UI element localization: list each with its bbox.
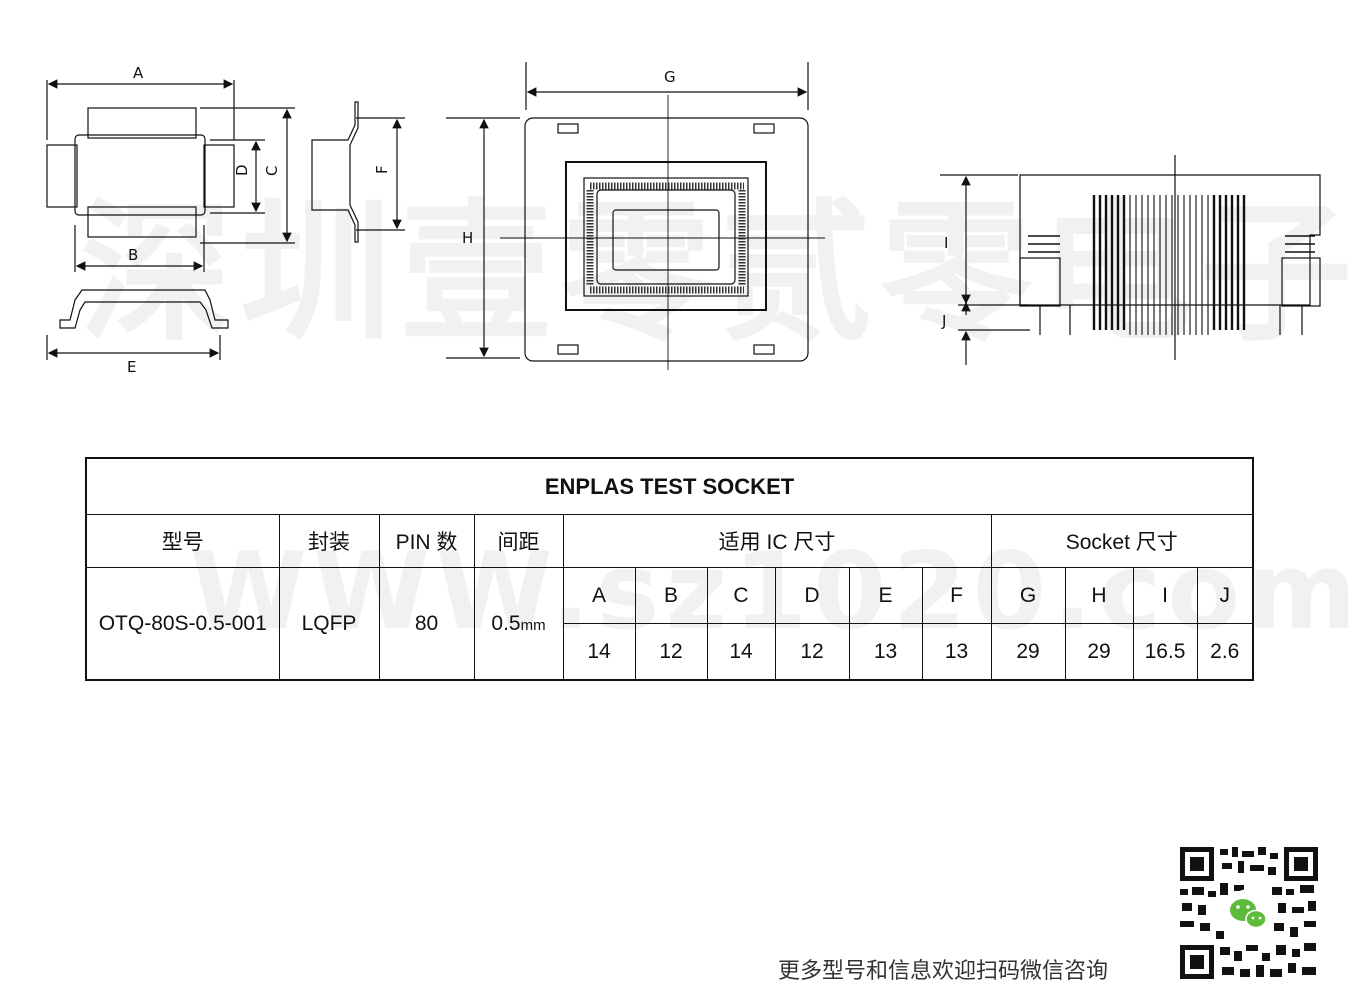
header-package: 封装 — [278, 514, 380, 568]
cell-package: LQFP — [278, 567, 380, 681]
dim-value-c: 14 — [706, 623, 776, 681]
socket-top-view — [446, 62, 825, 370]
dim-header-j: J — [1196, 567, 1254, 624]
dim-header-h: H — [1064, 567, 1134, 624]
dim-label-b: B — [128, 246, 138, 264]
dim-label-e: E — [127, 358, 136, 376]
dim-header-a: A — [562, 567, 636, 624]
dim-header-b: B — [634, 567, 708, 624]
dim-label-f: F — [373, 165, 391, 174]
dim-label-g: G — [664, 68, 676, 86]
dim-value-d: 12 — [774, 623, 850, 681]
wechat-logo-icon — [1225, 889, 1273, 937]
dim-label-h: H — [462, 229, 473, 247]
dim-label-j: J — [941, 312, 946, 330]
pitch-value: 0.5 — [491, 611, 521, 635]
dim-value-h: 29 — [1064, 623, 1134, 681]
dim-label-a: A — [133, 64, 144, 82]
qr-code-icon[interactable] — [1176, 843, 1322, 983]
table-title: ENPLAS TEST SOCKET — [85, 457, 1254, 515]
dim-value-f: 13 — [921, 623, 992, 681]
dim-header-c: C — [706, 567, 776, 624]
dim-value-g: 29 — [990, 623, 1066, 681]
dim-header-f: F — [921, 567, 992, 624]
cell-model: OTQ-80S-0.5-001 — [85, 567, 280, 681]
technical-drawing: A B C D E F G H I J — [46, 62, 1321, 376]
ic-side-view-vertical — [311, 101, 405, 243]
spec-table: ENPLAS TEST SOCKET 型号 封装 PIN 数 间距 适用 IC … — [85, 457, 1255, 681]
dim-label-i: I — [944, 234, 948, 252]
header-socket-dims: Socket 尺寸 — [990, 514, 1254, 568]
header-ic-dims: 适用 IC 尺寸 — [562, 514, 992, 568]
dim-value-i: 16.5 — [1132, 623, 1198, 681]
dim-label-c: C — [263, 166, 281, 176]
pitch-unit: mm — [520, 616, 546, 634]
dim-header-e: E — [848, 567, 923, 624]
header-pitch: 间距 — [473, 514, 564, 568]
header-pin: PIN 数 — [378, 514, 475, 568]
dim-value-b: 12 — [634, 623, 708, 681]
ic-side-view-horizontal — [46, 289, 229, 360]
header-model: 型号 — [85, 514, 280, 568]
dim-header-g: G — [990, 567, 1066, 624]
footer-contact-text: 更多型号和信息欢迎扫码微信咨询 — [778, 959, 1109, 984]
dim-label-d: D — [233, 164, 251, 176]
cell-pin: 80 — [378, 567, 475, 681]
cell-pitch: 0.5mm — [473, 567, 564, 681]
dim-value-e: 13 — [848, 623, 923, 681]
ic-top-view — [46, 79, 295, 272]
dim-value-j: 2.6 — [1196, 623, 1254, 681]
dim-header-d: D — [774, 567, 850, 624]
dim-header-i: I — [1132, 567, 1198, 624]
dim-value-a: 14 — [562, 623, 636, 681]
socket-side-view — [940, 155, 1321, 365]
